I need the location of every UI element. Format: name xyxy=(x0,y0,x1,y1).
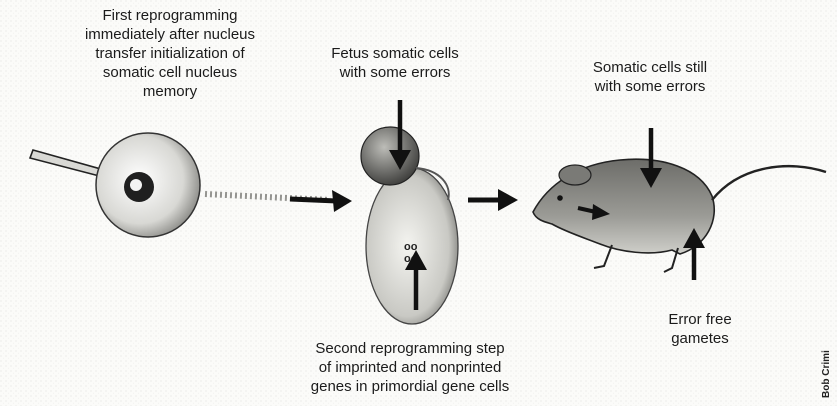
label-fetus-somatic-cells: Fetus somatic cells with some errors xyxy=(310,44,480,82)
label-first-reprogramming: First reprogramming immediately after nu… xyxy=(55,6,285,101)
label-error-free-gametes: Error free gametes xyxy=(645,310,755,348)
label-somatic-cells-errors: Somatic cells still with some errors xyxy=(565,58,735,96)
illustrator-credit: Bob Crimi xyxy=(821,350,832,398)
egg-cell xyxy=(96,133,200,237)
label-second-reprogramming: Second reprogramming step of imprinted a… xyxy=(270,339,550,396)
